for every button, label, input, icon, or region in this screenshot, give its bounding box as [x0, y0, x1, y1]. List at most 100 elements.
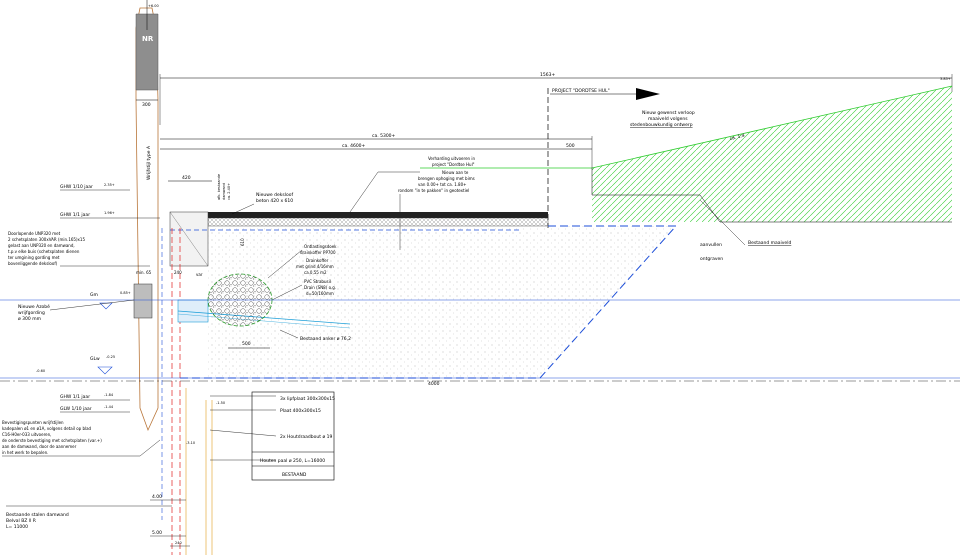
dimension-lines	[160, 136, 593, 182]
top-marker: +6.00	[148, 4, 159, 8]
svg-text:GHW 1/10 jaar: GHW 1/10 jaar	[60, 184, 93, 190]
svg-text:GLW 1/10 jaar: GLW 1/10 jaar	[60, 406, 92, 412]
svg-text:rondom "in te pakken" in geote: rondom "in te pakken" in geotextiel	[398, 188, 469, 193]
bestaande-damwand-label: afk. bestaande damwand ca. 2.40+	[217, 174, 231, 200]
project-label: PROJECT "DORDTSE HUL"	[552, 88, 610, 94]
dim-420: 420	[182, 175, 191, 181]
svg-text:kadepalen ø1 en ø1A, volgens d: kadepalen ø1 en ø1A, volgens detail op b…	[2, 426, 92, 431]
svg-text:ca. 2.40+: ca. 2.40+	[227, 183, 231, 200]
dim-300: 300	[142, 102, 151, 108]
svg-text:-1.84: -1.84	[104, 393, 114, 397]
glw-value: -0.25	[106, 355, 115, 359]
dim-240: 240	[174, 270, 182, 275]
svg-text:de onderste bevestiging met sc: de onderste bevestiging met schetsplaten…	[2, 438, 102, 443]
dim-5300: ca. 5300+	[372, 133, 396, 139]
level-low: -0.60	[36, 369, 45, 373]
existing-ground	[591, 168, 952, 246]
svg-text:1.96+: 1.96+	[104, 211, 115, 215]
svg-text:Bestaande stalen damwand: Bestaande stalen damwand	[6, 512, 69, 518]
svg-text:2 schetsplaten 300xVAR (min.16: 2 schetsplaten 300xVAR (min.165)x15	[8, 237, 85, 242]
svg-text:drainkoffer PP700: drainkoffer PP700	[300, 250, 336, 255]
legend-row-1: 3x lipfplaat 300x300x15	[280, 396, 335, 402]
dim-1563-label: 1563+	[540, 72, 555, 78]
water-symbol-2	[97, 366, 113, 375]
gm-label: Gm	[90, 292, 98, 298]
new-ground-profile	[420, 85, 953, 222]
legend-row-4: Houten paal ø 250, L=16000	[260, 458, 325, 464]
glw-10-label: GLW 1/10 jaar -1.44	[60, 405, 130, 413]
svg-text:brengen ophoging met bims: brengen ophoging met bims	[418, 176, 475, 181]
aanvullen-label: aanvullen	[700, 242, 722, 248]
glw-label: GLw	[90, 356, 100, 362]
var-label: var	[196, 272, 203, 277]
legend-row-2: Plaat 400x300x15	[280, 408, 321, 414]
pile-code: NR	[142, 35, 154, 43]
svg-text:Nieuwe deksloof: Nieuwe deksloof	[256, 192, 293, 198]
svg-text:4.00: 4.00	[152, 494, 162, 500]
svg-text:L= 11000: L= 11000	[6, 524, 28, 530]
new-profile-note-3: stedenbouwkundig ontwerp	[630, 122, 693, 128]
svg-text:Bevestigingspunten wrijfstijle: Bevestigingspunten wrijfstijlen	[2, 420, 64, 425]
svg-text:C16-H0er-033 uitvoeren,: C16-H0er-033 uitvoeren,	[2, 432, 51, 437]
deksloof	[169, 211, 549, 267]
svg-text:ter umgining gording met: ter umgining gording met	[8, 255, 60, 260]
svg-text:d=50/160mm: d=50/160mm	[306, 291, 334, 296]
dim-bottom: 240	[170, 541, 190, 547]
svg-text:ca.0,55 m2: ca.0,55 m2	[304, 270, 327, 275]
water-symbol-1	[99, 302, 113, 310]
azobe-note: Nieuwe Azobé wrijfgording ø 300 mm	[18, 299, 135, 322]
level-3-10: -3.10	[186, 441, 195, 445]
svg-text:Nieuw aan te: Nieuw aan te	[442, 170, 469, 175]
svg-text:Ontlastingsdoek: Ontlastingsdoek	[304, 244, 337, 249]
svg-text:beton 420 x 610: beton 420 x 610	[256, 198, 293, 204]
legend-footer: BESTAAND	[282, 472, 307, 478]
svg-text:bovenliggende deksloof): bovenliggende deksloof)	[8, 261, 58, 266]
slope-label: ca. 1:4	[729, 133, 745, 142]
bestaand-maaiveld-label: Bestaand maaiveld	[748, 240, 791, 246]
svg-text:Verharding uitvoeren in: Verharding uitvoeren in	[428, 156, 475, 161]
dim-4000: 4000	[428, 381, 440, 387]
svg-text:GHW 1/1 jaar: GHW 1/1 jaar	[60, 212, 90, 218]
svg-text:5.00: 5.00	[152, 530, 162, 536]
legend-row-3: 2x Houtdraadbout ø 19	[280, 434, 332, 440]
legend-box	[209, 391, 335, 481]
svg-text:2.35+: 2.35+	[104, 183, 115, 187]
level-1-5: -1.50	[216, 401, 225, 405]
wrijfstijl-pile	[135, 0, 159, 432]
dim-500: 500	[566, 143, 575, 149]
svg-text:ø 300 mm: ø 300 mm	[18, 316, 41, 322]
svg-text:t.p.v elke buis (schetsplaten: t.p.v elke buis (schetsplaten dienen	[8, 249, 80, 254]
ghw-1-label: GHW 1/1 jaar 1.96+	[60, 211, 160, 219]
unp-note: Doorlopende UNP320 met 2 schetsplaten 30…	[8, 231, 150, 267]
svg-text:gelast aan UNP320 en damwand,: gelast aan UNP320 en damwand,	[8, 243, 75, 248]
svg-text:Belval BZ ll R: Belval BZ ll R	[6, 518, 36, 524]
top-right-level: 3.85+	[940, 77, 951, 81]
min-65-label: min. 65	[136, 270, 152, 275]
ghw-1b-label: GHW 1/1 jaar -1.84	[60, 393, 130, 401]
drainage-note: Ontlastingsdoek drainkoffer PP700 Draink…	[267, 244, 337, 301]
ontgraven-label: ontgraven	[700, 256, 723, 262]
gm-value: 0.85+	[120, 291, 131, 295]
svg-text:Drainkoffer: Drainkoffer	[306, 258, 329, 263]
ghw-10-label: GHW 1/10 jaar 2.35+	[60, 183, 130, 191]
dim-400-label: 4.00	[150, 494, 186, 501]
svg-text:PVC Strabusil: PVC Strabusil	[304, 279, 331, 284]
bevestiging-note: Bevestigingspunten wrijfstijlen kadepale…	[2, 420, 161, 457]
new-profile-note-1: Nieuw gewenst verloop	[642, 110, 695, 116]
svg-text:500: 500	[242, 341, 251, 347]
anker-note: Bestaand anker ø 76,2	[279, 329, 351, 342]
svg-text:240: 240	[175, 541, 182, 545]
svg-text:van 0.00+ tot ca. 1.80+: van 0.00+ tot ca. 1.80+	[418, 182, 466, 187]
svg-text:Nieuwe Azobé: Nieuwe Azobé	[18, 303, 50, 310]
svg-text:met grind 4/16mm: met grind 4/16mm	[296, 264, 334, 269]
deksloof-note: Nieuwe deksloof beton 420 x 610	[231, 192, 293, 215]
svg-text:-1.44: -1.44	[104, 405, 114, 409]
project-boundary	[547, 88, 660, 228]
new-profile-note-2: maaiveld volgens	[648, 116, 688, 122]
dim-500c-label: 5.00	[150, 530, 186, 537]
svg-text:damwand: damwand	[222, 183, 226, 200]
svg-text:aan de damwand, door de aannem: aan de damwand, door de aannemer	[2, 444, 77, 449]
wrijfstijl-label: Wrijfstijl type A	[146, 145, 152, 180]
svg-text:in het werk te bepalen.: in het werk te bepalen.	[2, 450, 48, 455]
